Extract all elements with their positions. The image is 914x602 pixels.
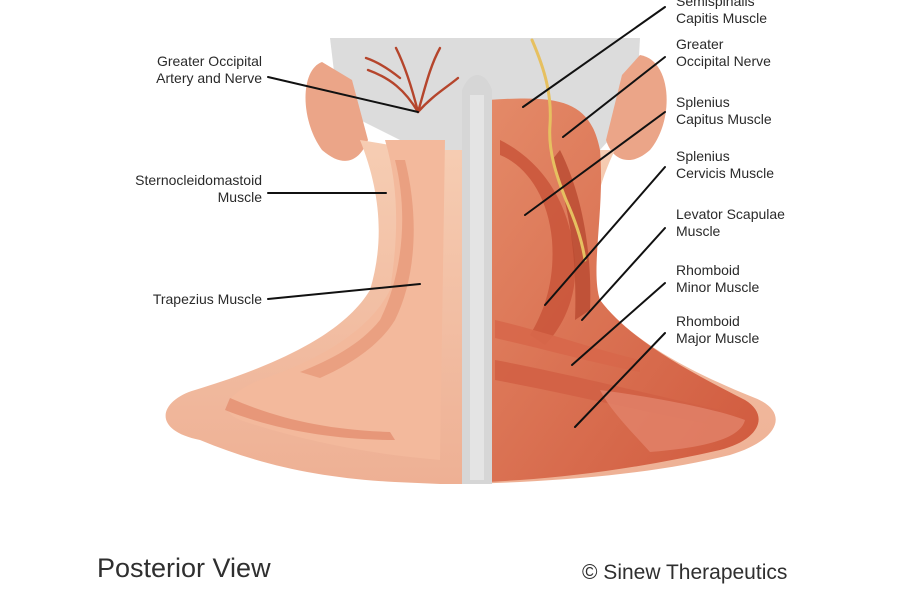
label-line: Greater — [676, 36, 724, 52]
label-rhomboid-minor: Rhomboid Minor Muscle — [676, 262, 759, 296]
right-rhomboid-minor — [495, 320, 640, 372]
label-line: Minor Muscle — [676, 279, 760, 295]
label-line: Muscle — [676, 223, 721, 239]
leader-splenius-cervicis — [544, 166, 666, 306]
label-line: Capitus Muscle — [676, 111, 772, 127]
right-ear — [606, 55, 667, 161]
label-levator-scapulae: Levator Scapulae Muscle — [676, 206, 785, 240]
leader-lines — [267, 6, 666, 428]
leader-rhomboid-minor — [571, 282, 666, 366]
right-levator-band — [552, 150, 591, 320]
leader-splenius-capitus — [524, 111, 666, 216]
label-line: Splenius — [676, 148, 730, 164]
label-line: Artery and Nerve — [156, 70, 262, 86]
label-splenius-cervicis: Splenius Cervicis Muscle — [676, 148, 774, 182]
leader-greater-occipital-nerve — [562, 56, 666, 138]
greater-occipital-nerve-line — [530, 38, 587, 262]
leader-greater-occipital-artery — [267, 76, 419, 113]
label-sternocleidomastoid: Sternocleidomastoid Muscle — [135, 172, 262, 206]
label-line: Capitis Muscle — [676, 10, 768, 26]
label-semispinalis-capitis: Semispinalis Capitis Muscle — [676, 0, 767, 27]
label-trapezius: Trapezius Muscle — [153, 291, 262, 308]
label-line: Splenius — [676, 94, 730, 110]
label-line: Occipital Nerve — [676, 53, 771, 69]
leader-semispinalis — [522, 6, 666, 108]
label-line: Major Muscle — [676, 330, 760, 346]
label-greater-occipital-artery-nerve: Greater Occipital Artery and Nerve — [156, 53, 262, 87]
right-splenius-band — [500, 140, 576, 345]
label-line: Cervicis Muscle — [676, 165, 775, 181]
label-rhomboid-major: Rhomboid Major Muscle — [676, 313, 759, 347]
leader-rhomboid-major — [574, 332, 666, 428]
label-splenius-capitus: Splenius Capitus Muscle — [676, 94, 772, 128]
occipital-artery-branches — [364, 46, 460, 114]
label-line: Sternocleidomastoid — [135, 172, 262, 188]
view-caption: Posterior View — [97, 553, 271, 583]
spine-highlight — [470, 95, 484, 480]
left-ear — [305, 62, 368, 161]
label-line: Trapezius Muscle — [152, 291, 262, 307]
copyright-caption: © Sinew Therapeutics — [582, 561, 788, 584]
label-line: Muscle — [217, 189, 262, 205]
leader-levator-scapulae — [581, 227, 666, 321]
label-line: Greater Occipital — [156, 53, 262, 69]
leader-trapezius — [267, 283, 421, 300]
right-scapular-shade — [600, 390, 745, 452]
label-line: Levator Scapulae — [676, 206, 785, 222]
left-muscle-streak-1 — [300, 160, 414, 378]
label-line: Rhomboid — [676, 313, 740, 329]
left-muscle-streak-2 — [225, 398, 395, 440]
label-greater-occipital-nerve: Greater Occipital Nerve — [676, 36, 771, 70]
left-superficial-muscle — [227, 140, 445, 460]
label-line: Rhomboid — [676, 262, 740, 278]
label-line: Semispinalis — [676, 0, 755, 9]
